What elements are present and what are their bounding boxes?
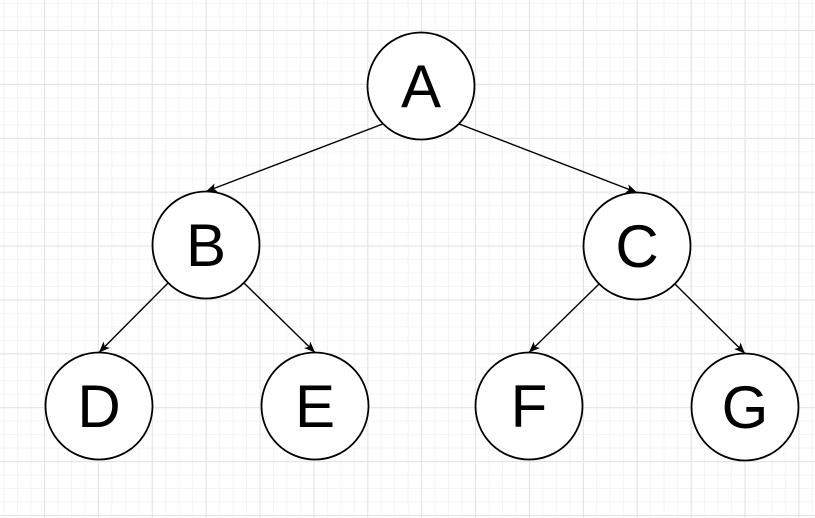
edge-b-d[interactable] bbox=[98, 282, 169, 353]
node-d-circle bbox=[44, 351, 154, 461]
node-d-label: D bbox=[77, 373, 120, 440]
node-b[interactable]: B bbox=[151, 190, 261, 300]
nodes-layer: A B C D E F G bbox=[44, 31, 800, 462]
node-a-circle bbox=[366, 31, 476, 141]
node-a-label: A bbox=[401, 53, 441, 120]
node-f-label: F bbox=[511, 373, 548, 440]
node-g-circle bbox=[690, 352, 800, 462]
node-f-circle bbox=[474, 351, 584, 461]
node-g-label: G bbox=[722, 374, 769, 441]
edge-b-e[interactable] bbox=[243, 282, 316, 354]
edge-c-f[interactable] bbox=[528, 283, 600, 354]
node-d[interactable]: D bbox=[44, 351, 154, 461]
node-c[interactable]: C bbox=[582, 191, 692, 301]
edge-c-g[interactable] bbox=[674, 283, 746, 354]
edges-layer bbox=[98, 123, 746, 354]
node-a[interactable]: A bbox=[366, 31, 476, 141]
edge-a-c[interactable] bbox=[458, 123, 638, 194]
node-c-circle bbox=[582, 191, 692, 301]
node-b-circle bbox=[151, 190, 261, 300]
node-e-circle bbox=[260, 351, 370, 461]
node-e[interactable]: E bbox=[260, 351, 370, 461]
node-e-label: E bbox=[295, 373, 335, 440]
node-g[interactable]: G bbox=[690, 352, 800, 462]
node-c-label: C bbox=[615, 213, 658, 280]
node-b-label: B bbox=[186, 212, 226, 279]
node-f[interactable]: F bbox=[474, 351, 584, 461]
edge-a-b[interactable] bbox=[205, 123, 384, 193]
